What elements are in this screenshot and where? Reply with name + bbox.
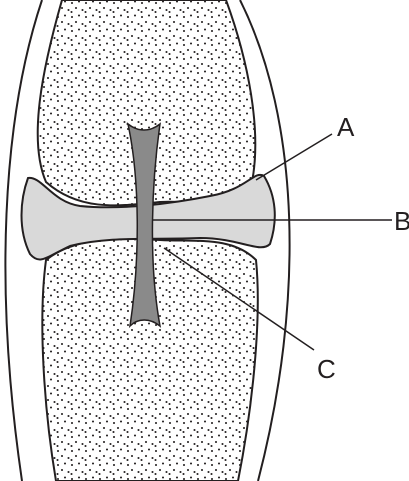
label-a: A	[337, 112, 355, 142]
label-c: C	[317, 354, 336, 384]
label-b: B	[394, 206, 409, 236]
leader-line-a	[256, 134, 332, 180]
